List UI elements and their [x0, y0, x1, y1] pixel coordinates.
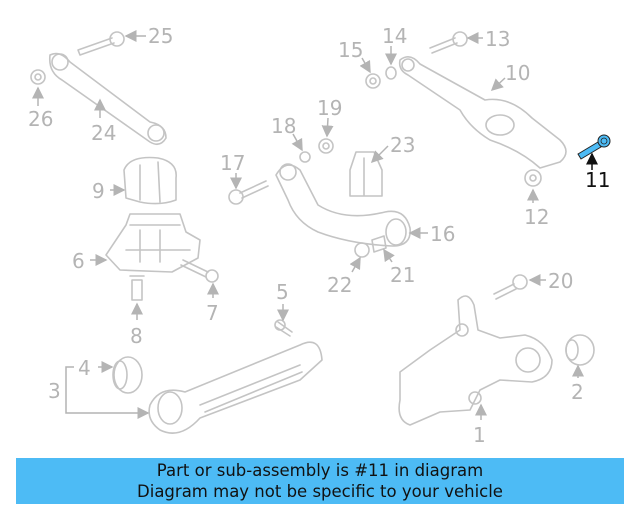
part-2-bushing[interactable] [565, 334, 595, 366]
callout-7[interactable]: 7 [206, 301, 219, 325]
part-5-bolt[interactable] [274, 319, 293, 337]
part-4-bushing[interactable] [112, 356, 143, 394]
callout-6[interactable]: 6 [72, 249, 85, 273]
callout-23[interactable]: 23 [390, 133, 415, 157]
callout-1[interactable]: 1 [473, 423, 486, 447]
part-1-knuckle[interactable] [398, 295, 553, 426]
part-13-bolt[interactable] [429, 31, 468, 54]
diagram-notice-banner: Part or sub-assembly is #11 in diagram D… [16, 458, 624, 504]
callout-9[interactable]: 9 [92, 179, 105, 203]
part-7-bolt[interactable] [180, 259, 219, 283]
banner-disclaimer-line: Diagram may not be specific to your vehi… [137, 482, 503, 501]
part-3-trailing-arm[interactable] [148, 341, 323, 434]
part-15-nut[interactable] [365, 73, 381, 89]
callout-8[interactable]: 8 [130, 324, 143, 348]
callout-17[interactable]: 17 [220, 151, 245, 175]
callout-24[interactable]: 24 [91, 121, 116, 145]
part-18-washer[interactable] [299, 151, 311, 163]
callout-21[interactable]: 21 [390, 263, 415, 287]
callout-26[interactable]: 26 [28, 107, 53, 131]
callout-2[interactable]: 2 [571, 380, 584, 404]
part-17-bolt[interactable] [228, 180, 269, 205]
leader-lines [32, 30, 598, 420]
callout-5[interactable]: 5 [276, 280, 289, 304]
callout-13[interactable]: 13 [485, 27, 510, 51]
part-14-washer[interactable] [385, 66, 397, 80]
part-21-washer[interactable] [371, 235, 387, 253]
part-25-bolt[interactable] [77, 31, 125, 56]
callout-22[interactable]: 22 [327, 273, 352, 297]
callout-25[interactable]: 25 [148, 24, 173, 48]
part-20-bolt[interactable] [493, 274, 528, 300]
part-10-lower-arm[interactable] [398, 56, 567, 169]
part-22-nut[interactable] [354, 242, 370, 258]
callout-15[interactable]: 15 [338, 38, 363, 62]
callout-11[interactable]: 11 [585, 168, 610, 192]
callout-10[interactable]: 10 [505, 61, 530, 85]
part-24-lateral-link[interactable] [48, 52, 167, 146]
part-16-control-arm[interactable] [275, 163, 411, 247]
part-11-bolt-highlighted[interactable] [577, 134, 611, 160]
callout-14[interactable]: 14 [382, 24, 407, 48]
callout-20[interactable]: 20 [548, 269, 573, 293]
callout-16[interactable]: 16 [430, 222, 455, 246]
part-6-mount[interactable] [105, 213, 201, 273]
part-12-nut[interactable] [524, 169, 542, 187]
callout-12[interactable]: 12 [524, 205, 549, 229]
part-23-bracket[interactable] [349, 151, 383, 197]
part-26-nut[interactable] [30, 69, 46, 85]
callout-4[interactable]: 4 [78, 356, 91, 380]
callout-19[interactable]: 19 [317, 96, 342, 120]
part-8-stud[interactable] [129, 275, 145, 301]
part-19-nut[interactable] [318, 138, 334, 154]
part-9-mount-cover[interactable] [123, 156, 177, 205]
banner-part-line: Part or sub-assembly is #11 in diagram [156, 461, 484, 480]
callout-3[interactable]: 3 [48, 379, 61, 403]
callout-18[interactable]: 18 [271, 114, 296, 138]
